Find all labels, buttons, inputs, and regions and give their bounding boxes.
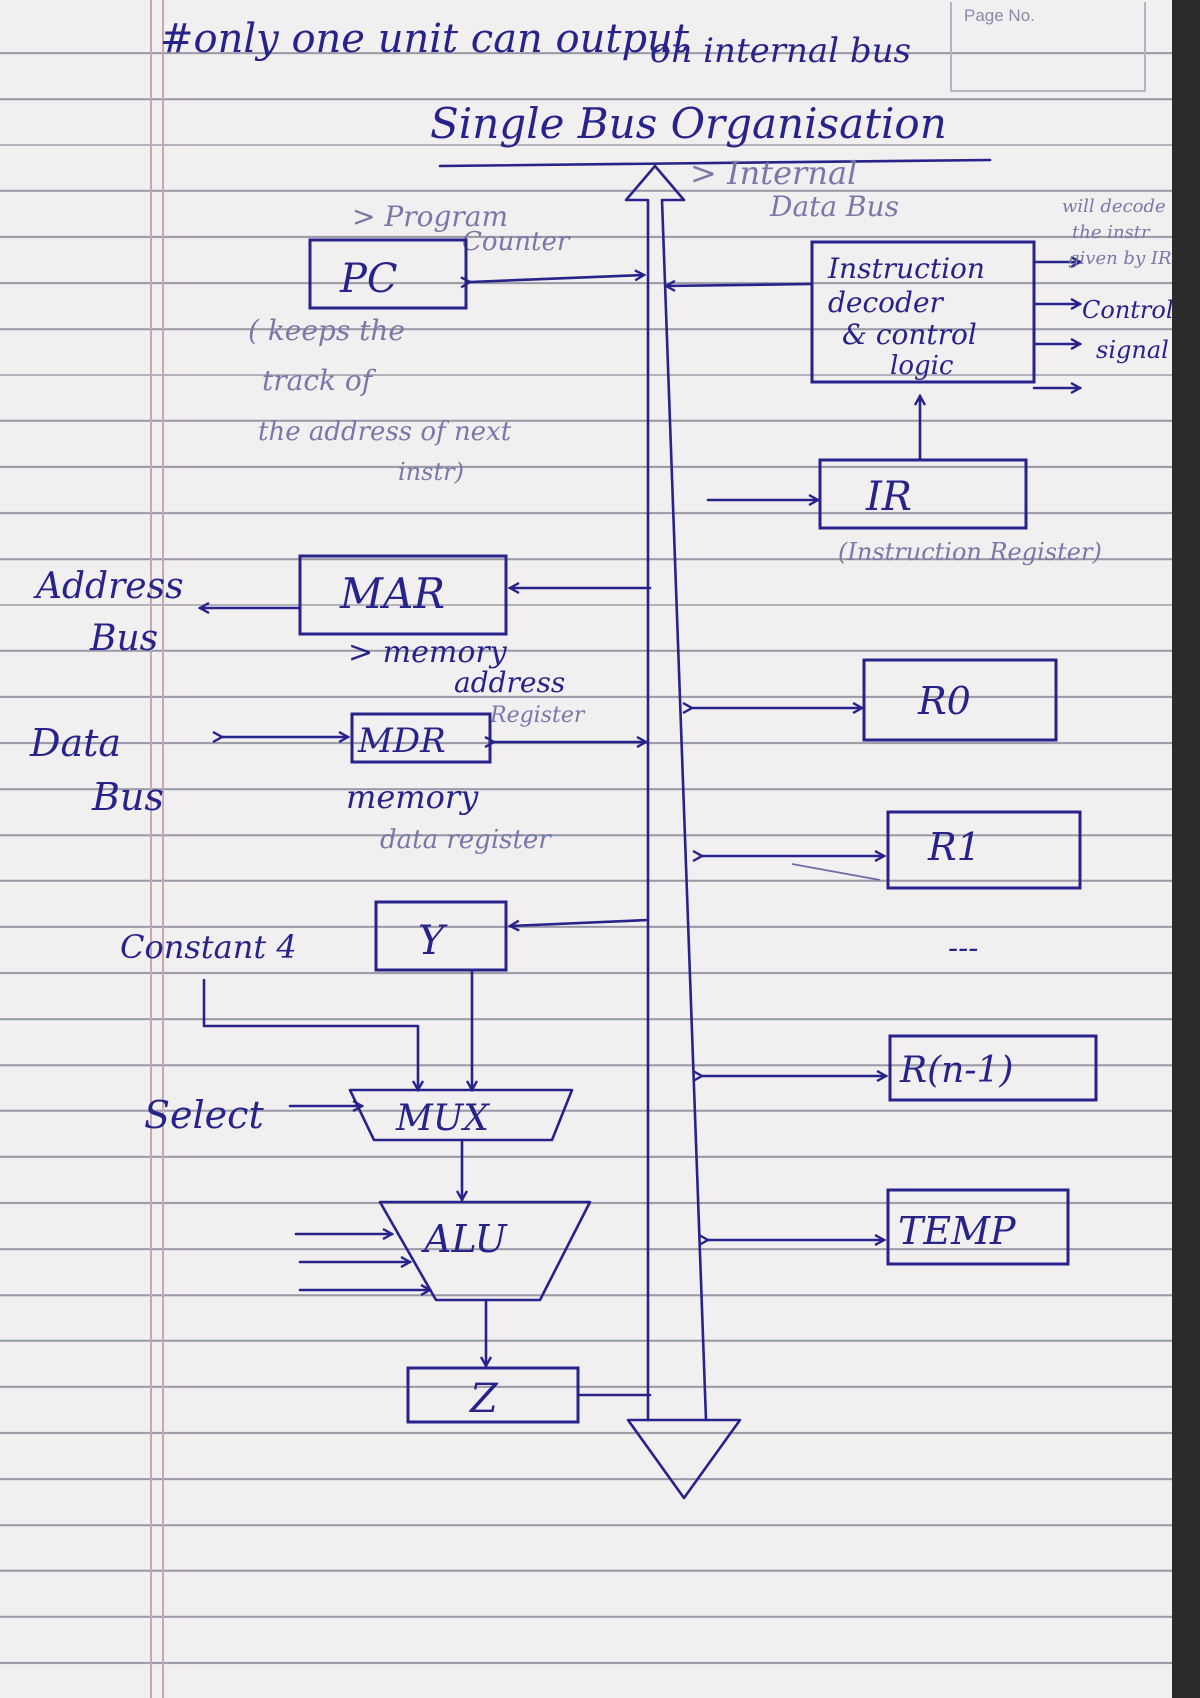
bus-y-arrow bbox=[510, 918, 650, 926]
pc-bus-arrow bbox=[470, 275, 644, 282]
r0-register-label: R0 bbox=[917, 679, 971, 723]
ir-register-label: IR bbox=[865, 474, 912, 520]
r1-register-box bbox=[886, 810, 1082, 890]
ir-register-box bbox=[818, 458, 1028, 530]
internal-data-bus bbox=[624, 164, 742, 1500]
control-label-line1: Control bbox=[1082, 296, 1172, 324]
mux-label: MUX bbox=[395, 1098, 490, 1139]
r0-register-box bbox=[862, 658, 1058, 742]
data-bus-label-line2: Bus bbox=[91, 775, 164, 819]
alu-label: ALU bbox=[421, 1217, 509, 1261]
z-register-label: Z bbox=[468, 1376, 499, 1422]
decoder-label-line4: logic bbox=[890, 351, 954, 381]
bus-label-line1: > Internal bbox=[690, 154, 857, 192]
decoder-note-line2: the instr bbox=[1072, 222, 1151, 243]
mar-register-label: MAR bbox=[339, 569, 445, 618]
address-bus-label-line1: Address bbox=[33, 566, 184, 607]
alu-block bbox=[378, 1200, 592, 1302]
decoder-note-line3: given by IR bbox=[1068, 248, 1172, 269]
y-register-label: Y bbox=[418, 918, 448, 964]
mar-register-box bbox=[298, 554, 508, 636]
decoder-label-line1: Instruction bbox=[827, 252, 985, 285]
control-label-line2: signal bbox=[1096, 336, 1169, 364]
pc-note-line4: instr) bbox=[398, 458, 464, 486]
temp-register-label: TEMP bbox=[898, 1209, 1017, 1253]
pc-caption-line1: > Program bbox=[352, 200, 508, 233]
mdr-caption-line1: memory bbox=[346, 778, 479, 816]
constant-to-mux-wire bbox=[202, 978, 418, 1090]
bus-label-line2: Data Bus bbox=[769, 190, 899, 223]
mar-caption-line3: Register bbox=[489, 703, 586, 728]
pc-caption-line2: Counter bbox=[462, 227, 571, 257]
title-underline bbox=[438, 158, 992, 168]
address-bus-label-line2: Bus bbox=[89, 618, 158, 659]
header-note-line2: on internal bus bbox=[650, 31, 911, 71]
pc-note-line1: ( keeps the bbox=[248, 314, 405, 347]
header-note-line1: #only one unit can output bbox=[160, 16, 690, 62]
mar-caption-line1: > memory bbox=[348, 635, 508, 670]
diagram-title: Single Bus Organisation bbox=[430, 99, 947, 148]
decoder-box bbox=[810, 240, 1036, 384]
pc-note-line3: the address of next bbox=[258, 417, 512, 447]
pc-note-line2: track of bbox=[262, 364, 377, 397]
page-number-box: Page No. bbox=[950, 2, 1146, 92]
margin-line-right bbox=[162, 0, 164, 1698]
r1-stray-stroke bbox=[791, 863, 881, 881]
decoder-note-line1: will decode bbox=[1062, 196, 1166, 217]
y-register-box bbox=[374, 900, 508, 972]
rn1-register-label: R(n-1) bbox=[899, 1050, 1013, 1091]
rn1-register-box bbox=[888, 1034, 1098, 1102]
constant-label: Constant 4 bbox=[120, 928, 297, 966]
single-bus-diagram: #only one unit can output on internal bu… bbox=[29, 16, 1172, 1500]
margin-line-left bbox=[150, 0, 152, 1698]
r1-register-label: R1 bbox=[927, 825, 981, 869]
decoder-label-line3: & control bbox=[842, 318, 977, 351]
temp-register-box bbox=[886, 1188, 1070, 1266]
mux-block bbox=[348, 1088, 574, 1142]
select-label: Select bbox=[144, 1093, 264, 1137]
mdr-caption-line2: data register bbox=[380, 825, 552, 855]
register-ellipsis: --- bbox=[948, 931, 978, 966]
mar-caption-line2: address bbox=[454, 666, 565, 699]
mdr-register-label: MDR bbox=[357, 721, 446, 761]
decoder-bus-arrow bbox=[666, 284, 814, 286]
z-register-box bbox=[406, 1366, 580, 1424]
data-bus-label-line1: Data bbox=[29, 721, 121, 765]
decoder-label-line2: decoder bbox=[828, 286, 945, 319]
ir-caption: (Instruction Register) bbox=[838, 538, 1102, 566]
notebook-page: Page No. #only one unit can output on in… bbox=[0, 0, 1172, 1698]
page-number-label: Page No. bbox=[964, 6, 1035, 25]
pc-register-label: PC bbox=[339, 256, 398, 302]
